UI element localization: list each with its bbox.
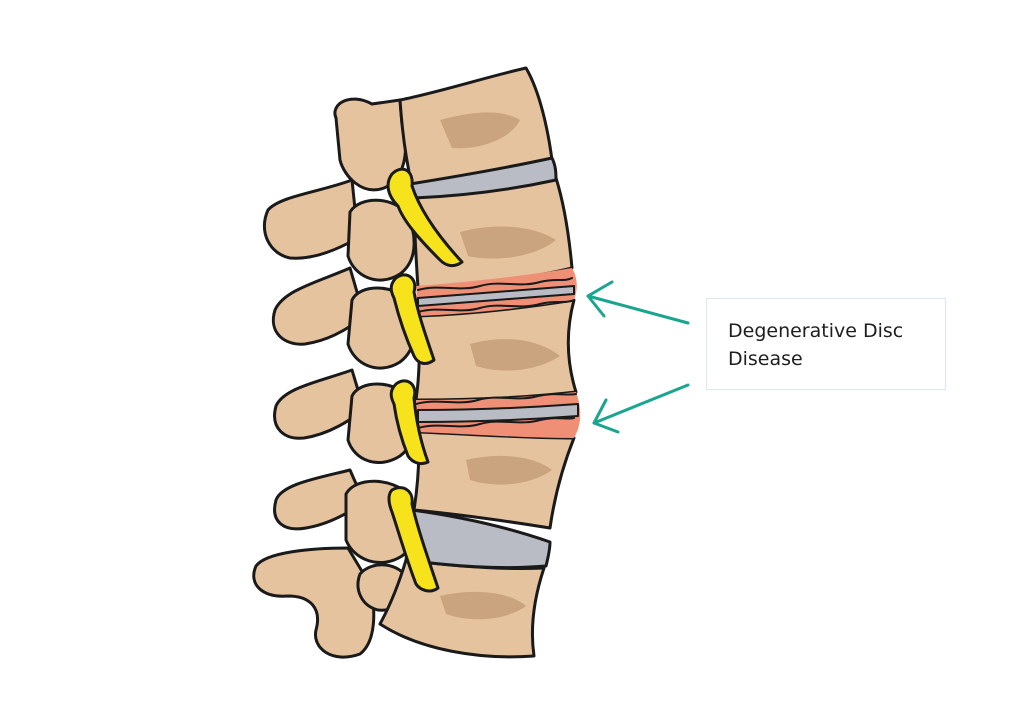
vertebral-body-4 <box>412 430 576 530</box>
spinous-process-2 <box>271 266 366 346</box>
spinous-process-4 <box>273 468 366 531</box>
vertebral-body-3 <box>414 298 578 402</box>
nerve-root-3 <box>389 379 430 466</box>
callout-label-line-1: Degenerative Disc <box>728 320 904 342</box>
nerve-root-4 <box>387 486 440 593</box>
nerve-root-1 <box>386 167 464 268</box>
spinous-process-1 <box>262 178 360 260</box>
arrow-left-icon <box>586 280 690 325</box>
callout-label-line-2: Disease <box>728 348 803 370</box>
articular-column <box>333 97 418 612</box>
nerve-root-2 <box>389 273 436 365</box>
intervertebral-disc-degenerated-lower <box>415 392 581 438</box>
spinous-process-5 <box>252 546 376 659</box>
intervertebral-disc-degenerated-upper <box>416 268 577 316</box>
intervertebral-disc-healthy-bottom <box>404 508 552 570</box>
arrow-left-icon <box>592 383 690 434</box>
vertebral-body-5 <box>378 558 546 659</box>
spinous-process-3 <box>273 368 366 440</box>
intervertebral-disc-healthy-top <box>408 156 558 200</box>
callout-label-box: Degenerative Disc Disease <box>706 298 946 390</box>
